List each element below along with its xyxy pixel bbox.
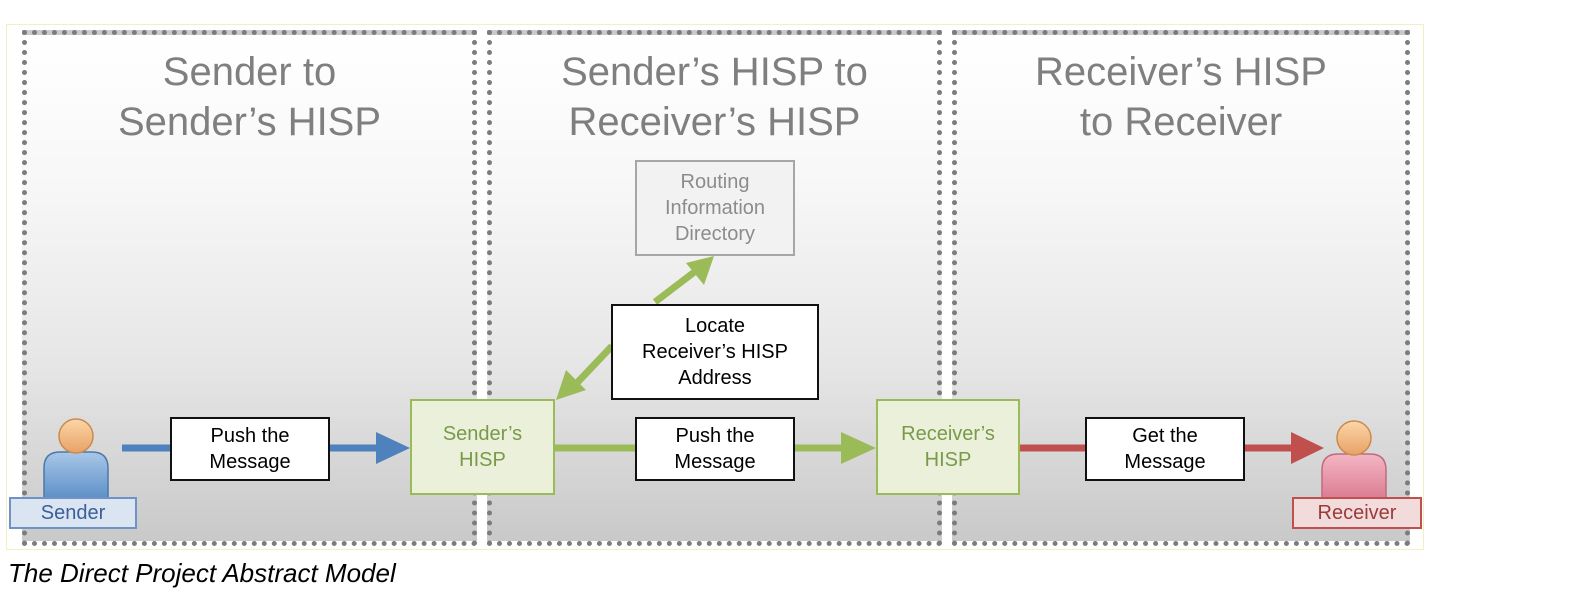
lookup-arrow	[556, 256, 714, 400]
panel-title: Sender’s HISP to Receiver’s HISP	[561, 50, 868, 144]
receiver-person-icon	[1321, 420, 1387, 503]
locate-address-box: Locate Receiver’s HISP Address	[611, 304, 819, 400]
receivers-hisp-box: Receiver’s HISP	[876, 399, 1020, 495]
panel-title: Receiver’s HISP to Receiver	[1035, 50, 1327, 144]
sender-person-icon	[43, 418, 109, 501]
senders-hisp-box: Sender’s HISP	[410, 399, 555, 495]
routing-directory-box: Routing Information Directory	[635, 160, 795, 256]
receiver-label: Receiver	[1292, 497, 1422, 529]
blue-arrow	[122, 432, 410, 464]
push-message-box-2: Push the Message	[635, 417, 795, 481]
red-arrow	[1020, 432, 1324, 464]
panel-title: Sender to Sender’s HISP	[117, 50, 382, 144]
sender-label: Sender	[9, 497, 137, 529]
push-message-box-1: Push the Message	[170, 417, 330, 481]
get-message-box: Get the Message	[1085, 417, 1245, 481]
outer-frame	[6, 24, 1424, 550]
figure-caption: The Direct Project Abstract Model	[8, 558, 396, 588]
green-arrow	[555, 432, 876, 464]
